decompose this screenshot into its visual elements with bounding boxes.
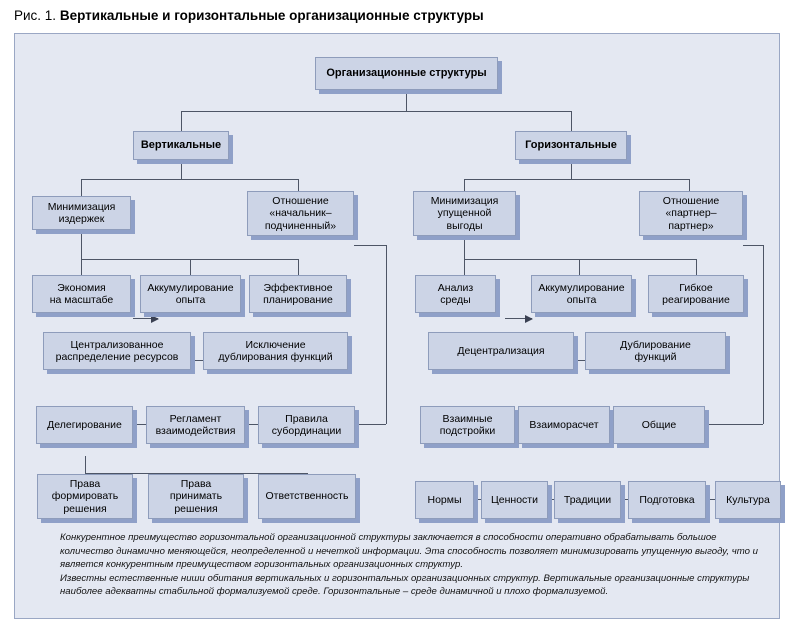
connector-hbus-lost xyxy=(464,179,465,196)
node-h-analysis-label: Анализ среды xyxy=(437,281,474,307)
node-v-accum-label: Аккумулирование опыта xyxy=(147,281,234,307)
node-v-subord-label: Правила субординации xyxy=(271,412,342,438)
connector-lost-down xyxy=(464,230,465,259)
node-root-label: Организационные структуры xyxy=(326,67,487,80)
connector-horizontal-bus xyxy=(464,179,689,180)
node-h-training[interactable]: Подготовка xyxy=(628,481,706,519)
node-v-respons-label: Ответственность xyxy=(265,490,349,503)
node-v-scale-label: Экономия на масштабе xyxy=(49,281,114,307)
node-v-exclude-label: Исключение дублирования функций xyxy=(218,338,333,364)
connector-hrelation-right xyxy=(743,245,763,246)
connector-relation-down xyxy=(386,245,387,424)
connector-bus-to-vertical xyxy=(181,111,182,131)
node-h-accum[interactable]: Аккумулирование опыта xyxy=(531,275,632,313)
connector-row4-analysis xyxy=(464,259,465,275)
connector-root-bus xyxy=(181,111,571,112)
diagram-panel: Организационные структуры Вертикальные Г… xyxy=(14,33,781,619)
figure-number: Рис. 1. xyxy=(14,8,57,23)
node-v-cost[interactable]: Минимизация издержек xyxy=(32,196,131,230)
node-h-lost[interactable]: Минимизация упущенной выгоды xyxy=(413,191,516,236)
arrow-scale-to-accum xyxy=(133,314,159,323)
node-h-norms[interactable]: Нормы xyxy=(415,481,474,519)
node-h-culture-label: Культура xyxy=(726,493,770,506)
node-v-relation[interactable]: Отношение «начальник– подчиненный» xyxy=(247,191,354,236)
connector-relation-right xyxy=(354,245,386,246)
node-v-scale[interactable]: Экономия на масштабе xyxy=(32,275,131,313)
node-v-deleg[interactable]: Делегирование xyxy=(36,406,133,444)
node-horizontal-label: Горизонтальные xyxy=(525,139,617,152)
node-v-plan-label: Эффективное планирование xyxy=(263,281,333,307)
connector-vbus-cost xyxy=(81,179,82,196)
node-h-traditions-label: Традиции xyxy=(563,493,612,506)
node-v-rights-form-label: Права формировать решения xyxy=(51,477,119,515)
connector-row4-accum xyxy=(190,259,191,275)
node-v-plan[interactable]: Эффективное планирование xyxy=(249,275,347,313)
node-vertical[interactable]: Вертикальные xyxy=(133,131,229,160)
node-v-central[interactable]: Централизованное распределение ресурсов xyxy=(43,332,191,370)
node-h-flex-label: Гибкое реагирование xyxy=(662,281,730,307)
figure-note: Конкурентное преимущество горизонтальной… xyxy=(60,531,760,599)
node-h-flex[interactable]: Гибкое реагирование xyxy=(648,275,744,313)
connector-row4-scale xyxy=(81,259,82,275)
node-h-norms-label: Нормы xyxy=(427,493,462,506)
node-v-cost-label: Минимизация издержек xyxy=(47,200,116,226)
node-h-mutual[interactable]: Взаимные подстройки xyxy=(420,406,515,444)
node-v-reglament-label: Регламент взаимодействия xyxy=(155,412,236,438)
node-v-respons[interactable]: Ответственность xyxy=(258,474,356,519)
node-v-subord[interactable]: Правила субординации xyxy=(258,406,355,444)
node-vertical-label: Вертикальные xyxy=(140,139,222,152)
node-v-relation-label: Отношение «начальник– подчиненный» xyxy=(264,194,337,232)
node-h-dupl[interactable]: Дублирование функций xyxy=(585,332,726,370)
node-h-common-label: Общие xyxy=(641,418,677,431)
connector-vertical-down xyxy=(181,160,182,179)
connector-hrelation-down xyxy=(763,245,764,424)
node-h-culture[interactable]: Культура xyxy=(715,481,781,519)
node-h-values[interactable]: Ценности xyxy=(481,481,548,519)
connector-hbus-relation xyxy=(689,179,690,196)
node-horizontal[interactable]: Горизонтальные xyxy=(515,131,627,160)
figure-note-paragraph-2: Известны естественные ниши обитания верт… xyxy=(60,572,750,598)
node-h-decentral[interactable]: Децентрализация xyxy=(428,332,574,370)
node-root[interactable]: Организационные структуры xyxy=(315,57,498,90)
node-h-relation-label: Отношение «партнер– партнер» xyxy=(662,194,720,232)
node-h-dupl-label: Дублирование функций xyxy=(620,338,691,364)
node-h-common[interactable]: Общие xyxy=(613,406,705,444)
connector-bus-to-horizontal xyxy=(571,111,572,131)
connector-horizontal-down xyxy=(571,160,572,179)
node-h-mutual-label: Взаимные подстройки xyxy=(439,412,496,438)
connector-vertical-bus xyxy=(81,179,298,180)
node-h-lost-label: Минимизация упущенной выгоды xyxy=(430,194,499,232)
node-h-accum-label: Аккумулирование опыта xyxy=(538,281,625,307)
node-v-exclude[interactable]: Исключение дублирования функций xyxy=(203,332,348,370)
node-v-rights-take[interactable]: Права принимать решения xyxy=(148,474,244,519)
connector-deleg-down xyxy=(85,456,86,473)
arrow-analysis-to-accum xyxy=(505,314,533,323)
node-h-values-label: Ценности xyxy=(491,493,538,506)
node-v-deleg-label: Делегирование xyxy=(47,418,122,431)
node-v-rights-form[interactable]: Права формировать решения xyxy=(37,474,133,519)
connector-vbus-relation xyxy=(298,179,299,196)
node-v-central-label: Централизованное распределение ресурсов xyxy=(55,338,179,364)
node-v-accum[interactable]: Аккумулирование опыта xyxy=(140,275,241,313)
node-h-relation[interactable]: Отношение «партнер– партнер» xyxy=(639,191,743,236)
node-h-decentral-label: Децентрализация xyxy=(457,344,545,357)
figure-note-paragraph-1: Конкурентное преимущество горизонтальной… xyxy=(60,532,758,571)
node-h-settle-label: Взаиморасчет xyxy=(529,418,599,431)
connector-root-down xyxy=(406,90,407,111)
node-v-rights-take-label: Права принимать решения xyxy=(169,477,223,515)
connector-hrelation-to-bus xyxy=(659,424,763,425)
connector-row4-flex xyxy=(696,259,697,275)
node-h-traditions[interactable]: Традиции xyxy=(554,481,621,519)
connector-row4-haccum xyxy=(579,259,580,275)
node-h-training-label: Подготовка xyxy=(639,493,695,506)
connector-row4-plan xyxy=(298,259,299,275)
node-h-settle[interactable]: Взаиморасчет xyxy=(518,406,610,444)
figure-title: Рис. 1. Вертикальные и горизонтальные ор… xyxy=(14,8,484,23)
node-h-analysis[interactable]: Анализ среды xyxy=(415,275,496,313)
connector-row4-bus-right xyxy=(464,259,696,260)
node-v-reglament[interactable]: Регламент взаимодействия xyxy=(146,406,245,444)
figure-title-text: Вертикальные и горизонтальные организаци… xyxy=(59,8,484,23)
connector-row4-bus-left xyxy=(81,259,298,260)
connector-cost-down xyxy=(81,230,82,259)
